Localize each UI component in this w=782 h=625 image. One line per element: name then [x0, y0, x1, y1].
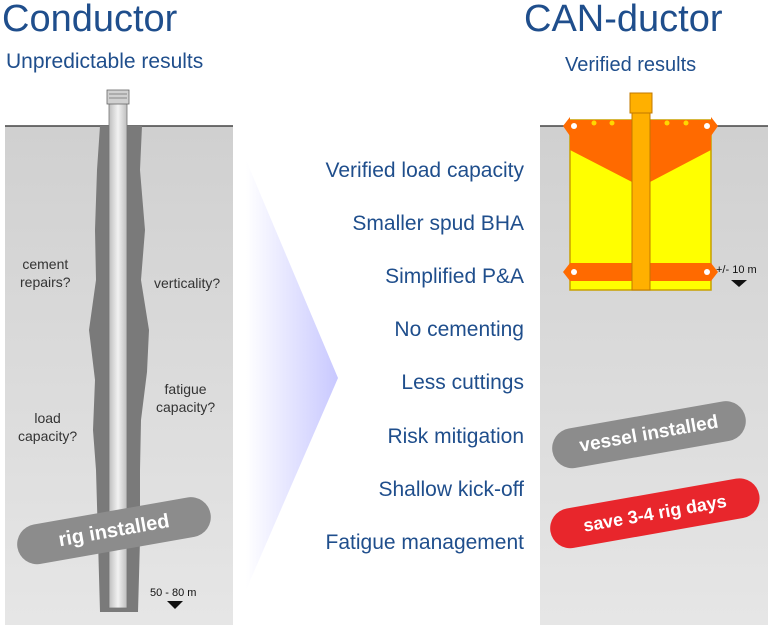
benefit-item: Less cuttings	[401, 371, 524, 394]
benefit-item: Verified load capacity	[325, 159, 524, 182]
transition-arrow	[246, 160, 338, 590]
benefit-item: Risk mitigation	[387, 425, 524, 448]
can-top-plate-left	[570, 120, 632, 182]
can-pipe	[631, 97, 651, 291]
benefit-item: Fatigue management	[325, 531, 524, 554]
can-top-plate-right	[650, 120, 711, 182]
benefit-item: Shallow kick-off	[378, 478, 524, 501]
note-verticality: verticality?	[154, 275, 221, 291]
vessel-installed-badge	[552, 401, 746, 469]
right-title: CAN-ductor	[524, 0, 723, 40]
can-wellhead	[629, 92, 653, 114]
left-title: Conductor	[2, 0, 178, 40]
wellhead	[106, 89, 130, 105]
rig-installed-badge	[17, 497, 211, 565]
right-subtitle: Verified results	[565, 54, 697, 76]
benefit-item: No cementing	[394, 318, 524, 341]
note-load-capacity: load capacity?	[18, 410, 78, 444]
save-rig-days-badge	[550, 478, 760, 549]
left-depth-marker	[167, 601, 183, 609]
benefit-item: Simplified P&A	[385, 265, 524, 288]
benefit-item: Smaller spud BHA	[352, 212, 524, 235]
left-subtitle: Unpredictable results	[6, 50, 204, 73]
note-cement-repairs: cement repairs?	[20, 256, 71, 290]
right-depth-marker	[731, 280, 747, 287]
note-fatigue-capacity: fatigue capacity?	[156, 381, 216, 415]
right-depth-label: +/- 10 m	[716, 264, 757, 276]
left-depth-label: 50 - 80 m	[150, 587, 197, 599]
